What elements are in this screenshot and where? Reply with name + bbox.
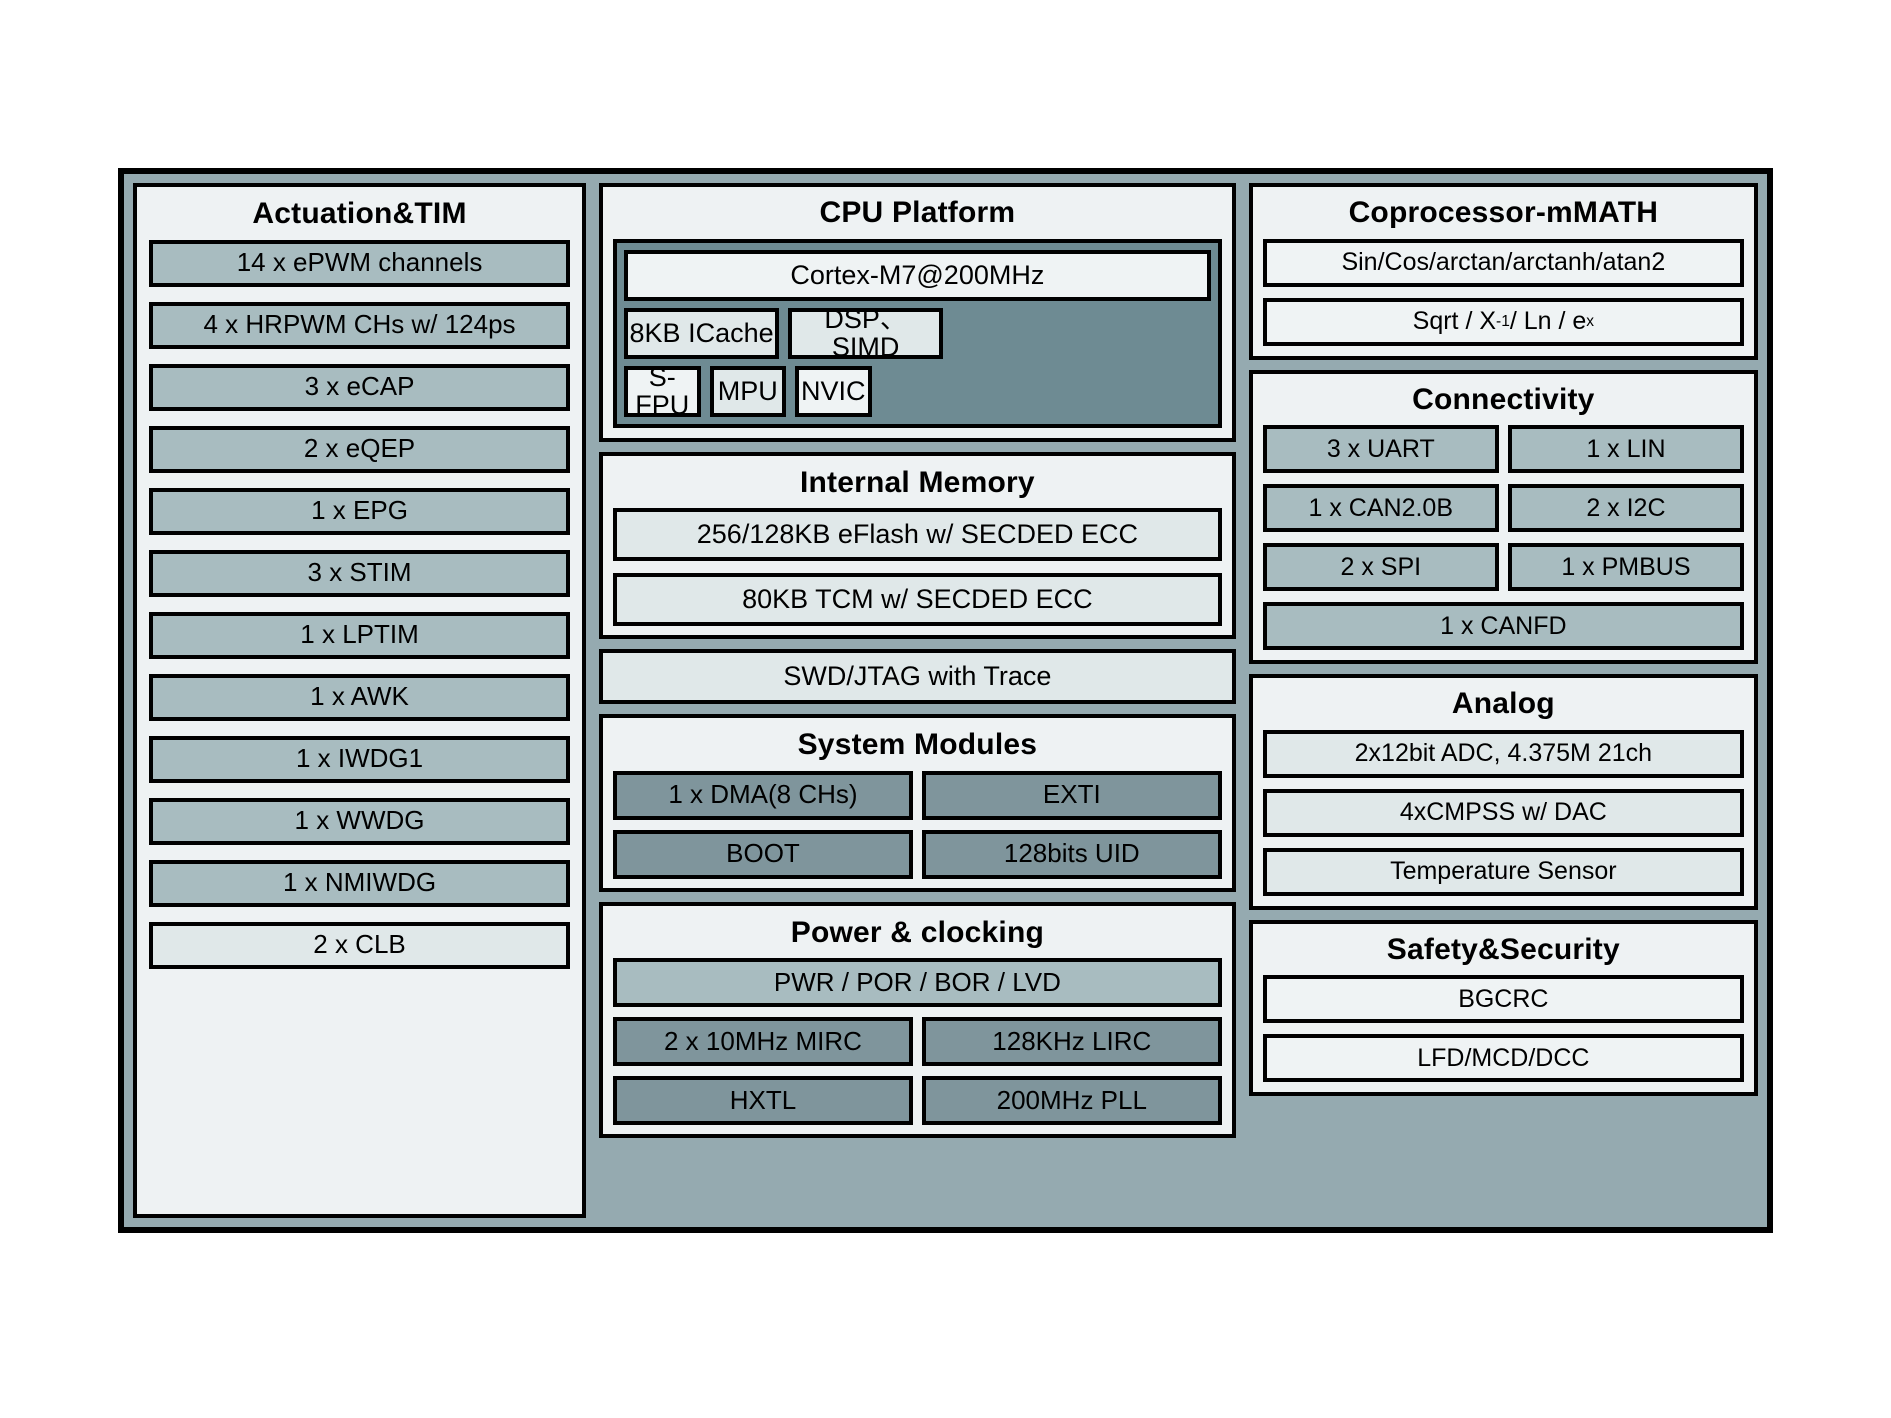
group-title-coprocessor-mmath: Coprocessor-mMATH <box>1348 196 1659 229</box>
system-block-exti[interactable]: EXTI <box>921 770 1222 820</box>
debug-swd-jtag-block[interactable]: SWD/JTAG with Trace <box>599 649 1236 704</box>
actuation-block-3-x-stim[interactable]: 3 x STIM <box>149 549 571 597</box>
connectivity-block-1-x-can2-0b[interactable]: 1 x CAN2.0B <box>1262 484 1499 532</box>
actuation-block-3-x-ecap[interactable]: 3 x eCAP <box>149 363 571 411</box>
actuation-block-2-x-clb[interactable]: 2 x CLB <box>149 921 571 969</box>
analog-block-4xcmpss-w-dac[interactable]: 4xCMPSS w/ DAC <box>1262 788 1744 837</box>
group-title-connectivity: Connectivity <box>1412 382 1595 416</box>
group-title-power-clocking: Power & clocking <box>790 915 1044 949</box>
actuation-block-1-x-iwdg1[interactable]: 1 x IWDG1 <box>149 735 571 783</box>
connectivity-block-2-x-spi[interactable]: 2 x SPI <box>1262 543 1499 591</box>
group-cpu-platform: CPU Platform Cortex-M7@200MHz 8KB ICache… <box>599 183 1236 442</box>
analog-block-temperature-sensor[interactable]: Temperature Sensor <box>1262 847 1744 896</box>
group-title-analog: Analog <box>1451 687 1555 720</box>
analog-item-list: 2x12bit ADC, 4.375M 21ch 4xCMPSS w/ DAC Te… <box>1262 729 1744 896</box>
group-safety-security: Safety&Security BGCRC LFD/MCD/DCC <box>1248 919 1758 1096</box>
actuation-block-1-x-wwdg[interactable]: 1 x WWDG <box>149 797 571 845</box>
cpu-s-fpu[interactable]: S-FPU <box>624 362 701 419</box>
connectivity-block-2-x-i2c[interactable]: 2 x I2C <box>1507 484 1744 532</box>
actuation-block-1-x-lptim[interactable]: 1 x LPTIM <box>149 611 571 659</box>
group-internal-memory: Internal Memory 256/128KB eFlash w/ SECD… <box>599 451 1236 639</box>
system-block-boot[interactable]: BOOT <box>613 829 913 879</box>
memory-item-list: 256/128KB eFlash w/ SECDED ECC 80KB TCM w… <box>613 508 1222 626</box>
group-title-cpu-platform: CPU Platform <box>819 196 1016 229</box>
clock-block-2-x-10mhz-mirc[interactable]: 2 x 10MHz MIRC <box>613 1017 913 1066</box>
group-title-system-modules: System Modules <box>797 728 1038 761</box>
connectivity-block-3-x-uart[interactable]: 3 x UART <box>1262 425 1499 473</box>
connectivity-block-1-x-pmbus[interactable]: 1 x PMBUS <box>1507 543 1744 591</box>
connectivity-block-1-x-canfd[interactable]: 1 x CANFD <box>1262 602 1744 650</box>
chip-block-diagram: Actuation&TIM 14 x ePWM channels 4 x HRPW… <box>118 168 1773 1233</box>
memory-block-80kb-tcm-w-secded-ecc[interactable]: 80KB TCM w/ SECDED ECC <box>613 573 1222 626</box>
actuation-block-14-x-epwm-channels[interactable]: 14 x ePWM channels <box>149 239 571 287</box>
actuation-block-2-x-eqep[interactable]: 2 x eQEP <box>149 425 571 473</box>
group-coprocessor-mmath: Coprocessor-mMATH Sin/Cos/arctan/arctanh… <box>1248 183 1758 360</box>
actuation-block-1-x-nmiwdg[interactable]: 1 x NMIWDG <box>149 859 571 907</box>
group-title-actuation-tim: Actuation&TIM <box>252 197 467 230</box>
cpu-dsp-simd[interactable]: DSP、SIMD <box>788 304 944 361</box>
safety-block-bgcrc[interactable]: BGCRC <box>1262 975 1744 1023</box>
actuation-block-1-x-awk[interactable]: 1 x AWK <box>149 673 571 721</box>
group-title-internal-memory: Internal Memory <box>800 465 1035 499</box>
actuation-block-4-x-hrpwm-chs-w-124ps[interactable]: 4 x HRPWM CHs w/ 124ps <box>149 301 571 349</box>
group-title-safety-security: Safety&Security <box>1386 932 1620 966</box>
coprocessor-block-sin-cos-arctan-arctanh-atan2[interactable]: Sin/Cos/arctan/arctanh/atan2 <box>1262 238 1744 287</box>
cpu-nvic[interactable]: NVIC <box>795 365 872 417</box>
safety-block-lfd-mcd-dcc[interactable]: LFD/MCD/DCC <box>1262 1034 1744 1082</box>
actuation-block-1-x-epg[interactable]: 1 x EPG <box>149 487 571 535</box>
connectivity-block-1-x-lin[interactable]: 1 x LIN <box>1507 425 1744 473</box>
column-peripherals: Coprocessor-mMATH Sin/Cos/arctan/arctanh… <box>1248 183 1758 1218</box>
group-analog: Analog 2x12bit ADC, 4.375M 21ch 4xCMPSS w… <box>1248 674 1758 910</box>
column-core: CPU Platform Cortex-M7@200MHz 8KB ICache… <box>599 183 1236 1218</box>
column-actuation: Actuation&TIM 14 x ePWM channels 4 x HRPW… <box>133 183 587 1218</box>
analog-block-2x12bit-adc-4-375m-21ch[interactable]: 2x12bit ADC, 4.375M 21ch <box>1262 729 1744 778</box>
group-actuation-tim: Actuation&TIM 14 x ePWM channels 4 x HRPW… <box>133 183 587 1218</box>
cpu-core-block[interactable]: Cortex-M7@200MHz <box>624 249 1211 301</box>
group-power-clocking: Power & clocking PWR / POR / BOR / LVD 2… <box>599 901 1236 1138</box>
cpu-8kb-icache[interactable]: 8KB ICache <box>624 307 780 359</box>
clock-block-200mhz-pll[interactable]: 200MHz PLL <box>921 1076 1222 1125</box>
system-block-128bits-uid[interactable]: 128bits UID <box>921 829 1222 879</box>
power-rail-block[interactable]: PWR / POR / BOR / LVD <box>613 958 1222 1007</box>
actuation-item-list: 14 x ePWM channels 4 x HRPWM CHs w/ 124ps… <box>149 239 571 1204</box>
clock-block-hxtl[interactable]: HXTL <box>613 1076 913 1125</box>
memory-block-256-128kb-eflash-w-secded-ecc[interactable]: 256/128KB eFlash w/ SECDED ECC <box>613 508 1222 561</box>
cpu-mpu[interactable]: MPU <box>709 365 787 417</box>
system-block-row-1: 1 x DMA(8 CHs)EXTI <box>613 770 1222 820</box>
clock-block-128khz-lirc[interactable]: 128KHz LIRC <box>921 1017 1222 1066</box>
safety-item-list: BGCRC LFD/MCD/DCC <box>1262 975 1744 1082</box>
system-block-1-x-dma-8-chs[interactable]: 1 x DMA(8 CHs) <box>613 770 913 820</box>
